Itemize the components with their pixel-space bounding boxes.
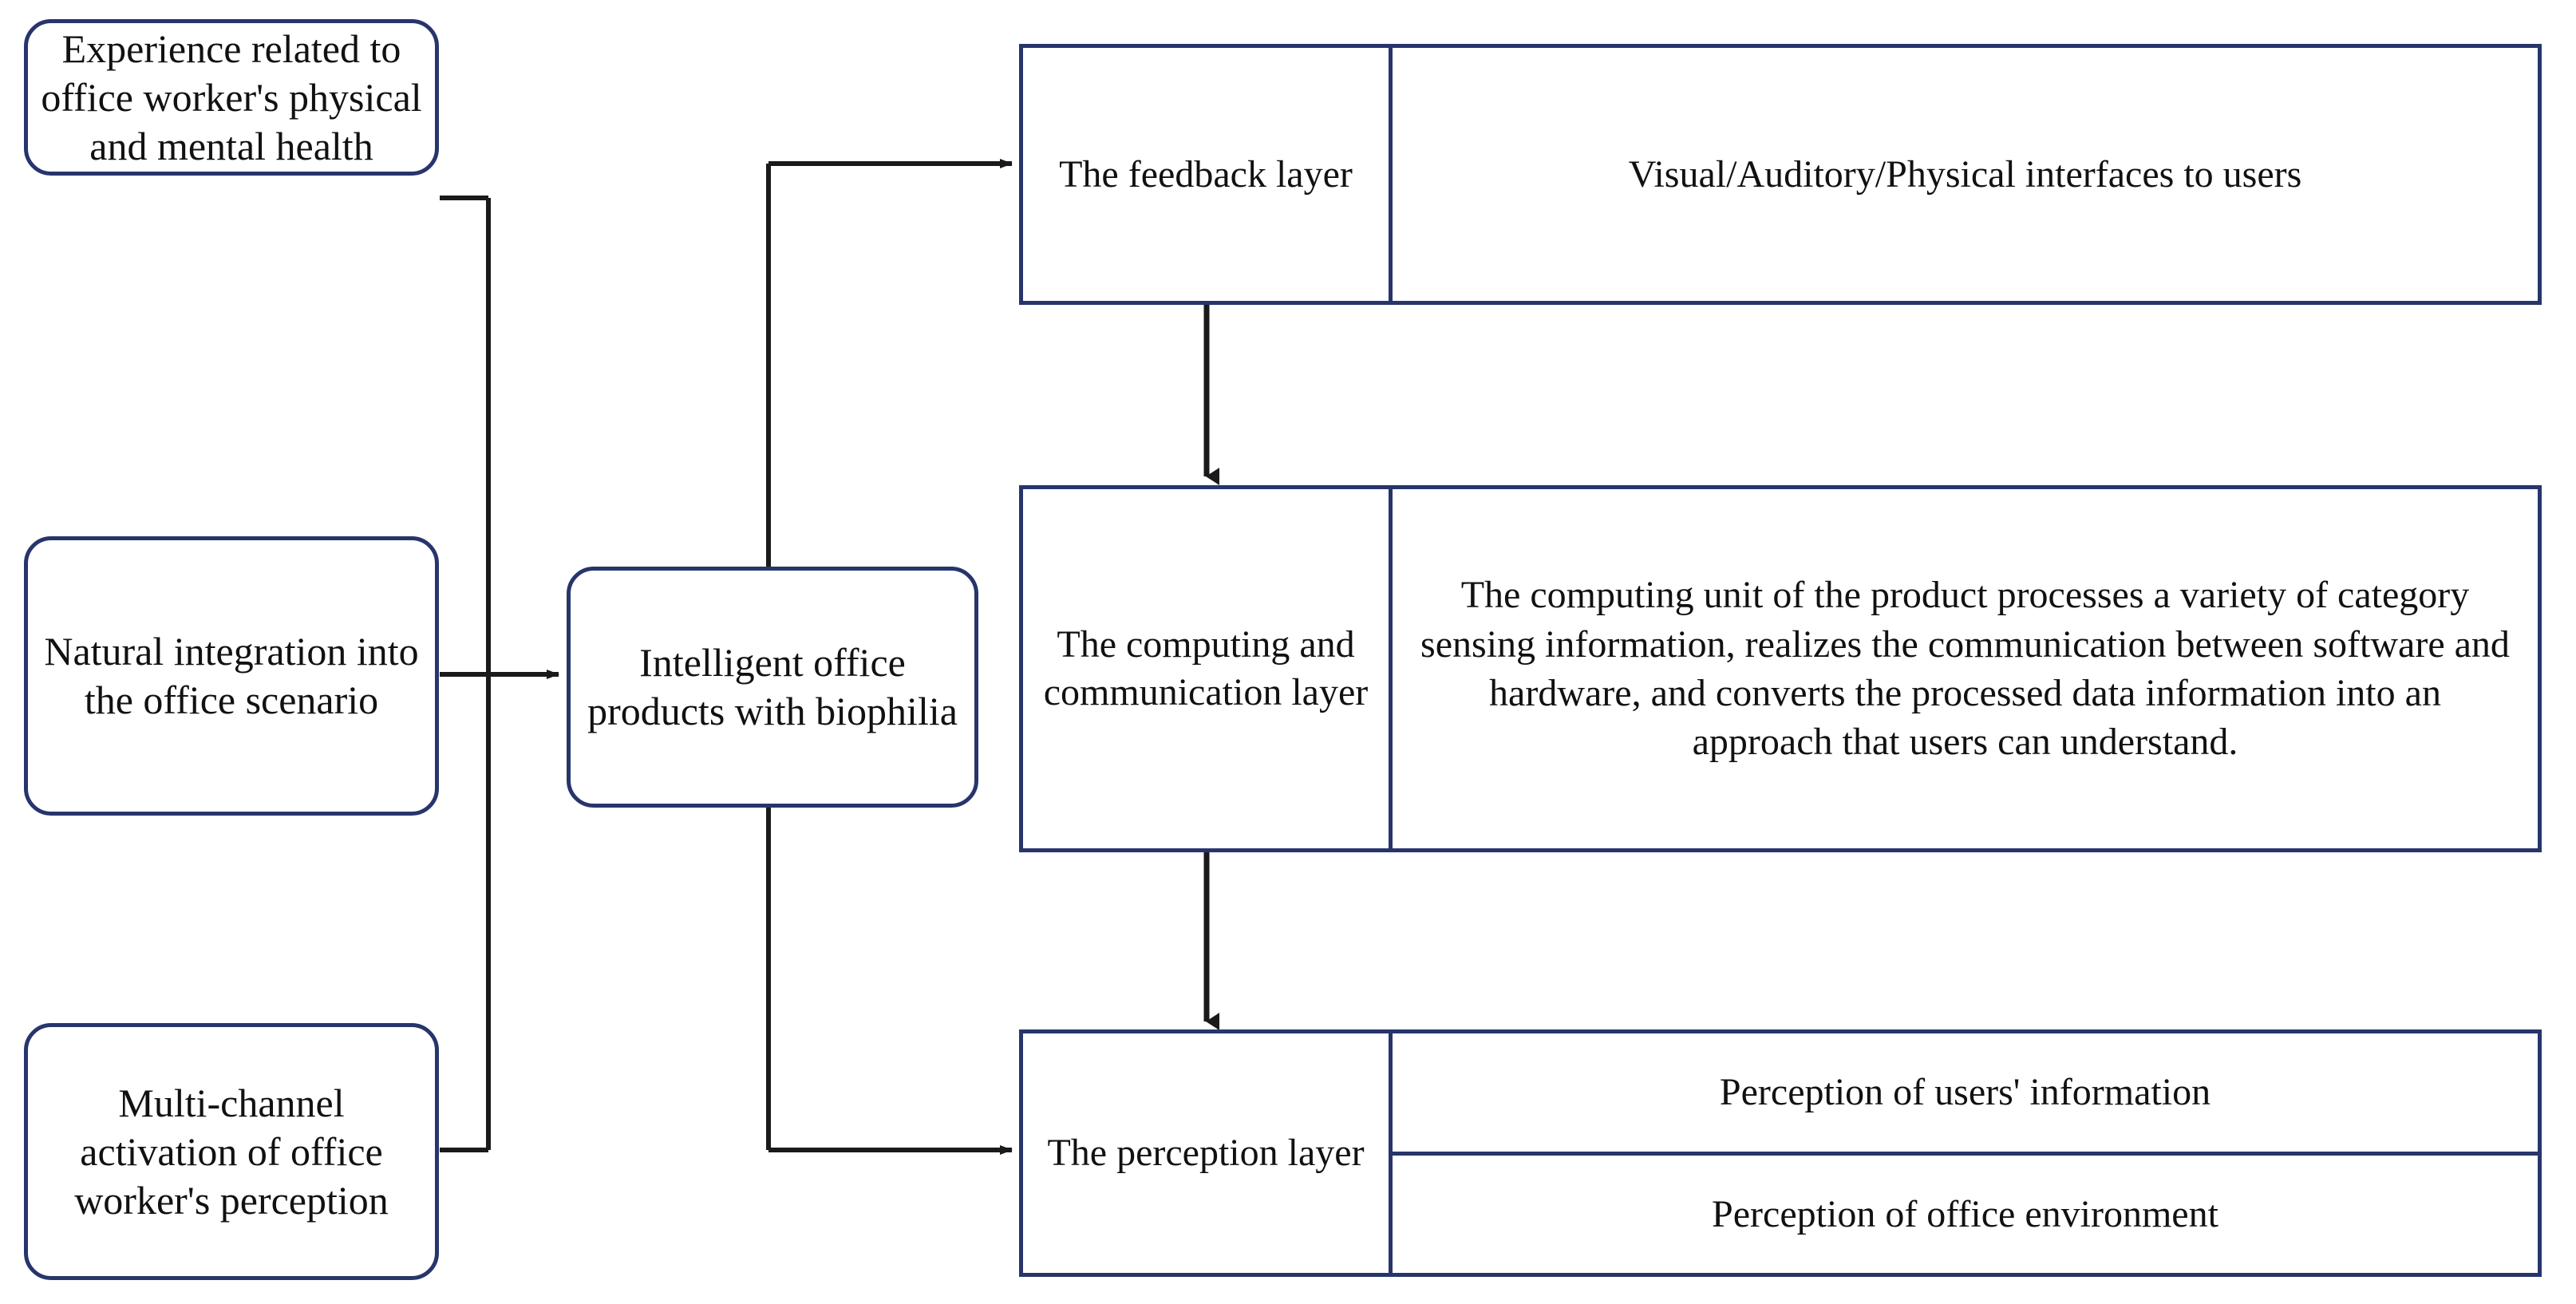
layer-label-feedback: The feedback layer [1023, 48, 1393, 301]
layer-table-computing[interactable]: The computing and communication layer Th… [1019, 485, 2542, 852]
input-box-experience-label: Experience related to office worker's ph… [41, 26, 422, 168]
layer-row-feedback-0: Visual/Auditory/Physical interfaces to u… [1393, 48, 2538, 301]
layer-row-computing-0: The computing unit of the product proces… [1393, 489, 2538, 848]
layer-row-computing-0-text: The computing unit of the product proces… [1420, 574, 2510, 764]
layer-label-perception: The perception layer [1023, 1033, 1393, 1273]
layer-label-perception-text: The perception layer [1047, 1132, 1365, 1174]
layer-row-feedback-0-text: Visual/Auditory/Physical interfaces to u… [1628, 152, 2302, 196]
layer-label-computing-text: The computing and communication layer [1043, 623, 1369, 713]
layer-body-computing: The computing unit of the product proces… [1393, 489, 2538, 848]
central-node-label: Intelligent office products with biophil… [587, 640, 958, 733]
input-box-integration-label: Natural integration into the office scen… [44, 629, 419, 722]
layer-body-feedback: Visual/Auditory/Physical interfaces to u… [1393, 48, 2538, 301]
layer-body-perception: Perception of users' information Percept… [1393, 1033, 2538, 1273]
layer-table-feedback[interactable]: The feedback layer Visual/Auditory/Physi… [1019, 44, 2542, 305]
input-box-multichannel[interactable]: Multi-channel activation of office worke… [24, 1023, 439, 1280]
layer-label-feedback-text: The feedback layer [1059, 152, 1353, 196]
layer-row-perception-0-text: Perception of users' information [1719, 1071, 2211, 1114]
connector-inputs-to-central [440, 196, 559, 1152]
layer-table-perception[interactable]: The perception layer Perception of users… [1019, 1029, 2542, 1277]
input-box-multichannel-label: Multi-channel activation of office worke… [74, 1080, 389, 1223]
central-node-intelligent-office-products[interactable]: Intelligent office products with biophil… [567, 567, 978, 808]
input-box-experience[interactable]: Experience related to office worker's ph… [24, 19, 439, 176]
input-box-integration[interactable]: Natural integration into the office scen… [24, 536, 439, 816]
layer-row-perception-1: Perception of office environment [1393, 1151, 2538, 1274]
layer-row-perception-0: Perception of users' information [1393, 1033, 2538, 1152]
layer-label-computing: The computing and communication layer [1023, 489, 1393, 848]
layer-row-perception-1-text: Perception of office environment [1712, 1192, 2218, 1235]
